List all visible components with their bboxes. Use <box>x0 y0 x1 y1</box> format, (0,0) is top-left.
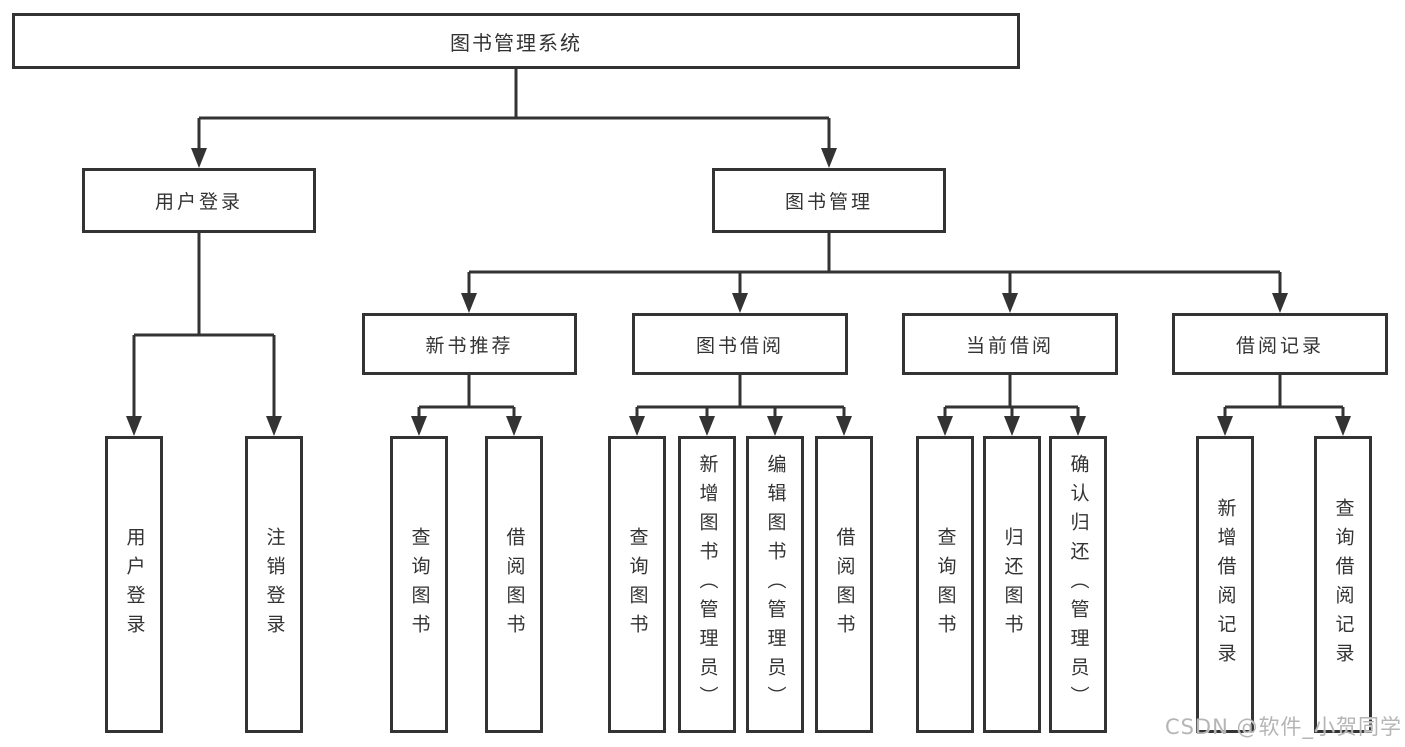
leaf-edit-books-admin: 编辑图书（管理员） <box>746 436 804 733</box>
arrowhead-down-icon <box>461 293 477 313</box>
node-label: 图书管理系统 <box>450 30 582 55</box>
connector-root-to-level2 <box>191 69 837 168</box>
leaf-borrow-books-recommend: 借阅图书 <box>485 436 543 733</box>
node-label: 借阅记录 <box>1235 334 1324 357</box>
connector-book-borrow-children <box>629 375 852 436</box>
csdn-watermark: CSDN @软件_小贺同学 <box>1164 715 1402 739</box>
arrowhead-down-icon <box>191 148 207 168</box>
leaf-add-borrow-record: 新增借阅记录 <box>1196 436 1254 733</box>
node-library-management-system: 图书管理系统 <box>12 13 1020 69</box>
leaf-user-login: 用户登录 <box>105 436 163 733</box>
arrowhead-down-icon <box>937 416 953 436</box>
arrowhead-down-icon <box>1070 416 1086 436</box>
node-label: 借阅图书 <box>503 526 526 643</box>
arrowhead-down-icon <box>767 416 783 436</box>
leaf-borrow-books: 借阅图书 <box>815 436 873 733</box>
node-label: 用户登录 <box>123 526 146 643</box>
arrowhead-down-icon <box>699 416 715 436</box>
node-label: 编辑图书（管理员） <box>764 454 787 715</box>
arrowhead-down-icon <box>821 148 837 168</box>
connector-borrow-records-children <box>1217 375 1351 436</box>
node-borrowing-records: 借阅记录 <box>1172 313 1388 375</box>
node-label: 查询图书 <box>934 526 957 643</box>
node-label: 借阅图书 <box>833 526 856 643</box>
arrowhead-down-icon <box>836 416 852 436</box>
node-label: 查询图书 <box>626 526 649 643</box>
node-label: 查询图书 <box>408 526 431 643</box>
node-label: 归还图书 <box>1001 526 1024 643</box>
node-book-borrowing: 图书借阅 <box>632 313 848 375</box>
arrowhead-down-icon <box>1272 293 1288 313</box>
node-label: 新增图书（管理员） <box>696 454 719 715</box>
arrowhead-down-icon <box>266 416 282 436</box>
leaf-confirm-return-admin: 确认归还（管理员） <box>1049 436 1107 733</box>
arrowhead-down-icon <box>506 416 522 436</box>
arrowhead-down-icon <box>1217 416 1233 436</box>
node-label: 查询借阅记录 <box>1332 497 1355 672</box>
node-label: 新增借阅记录 <box>1214 497 1237 672</box>
connector-current-borrow-children <box>937 375 1086 436</box>
connector-book-mgmt-to-level3 <box>461 233 1288 313</box>
node-new-book-recommendation: 新书推荐 <box>362 313 577 375</box>
leaf-return-books: 归还图书 <box>983 436 1041 733</box>
node-label: 用户登录 <box>154 191 243 213</box>
leaf-query-borrow-record: 查询借阅记录 <box>1314 436 1372 733</box>
node-user-login: 用户登录 <box>82 168 316 233</box>
node-label: 当前借阅 <box>965 334 1054 357</box>
leaf-query-books-borrow: 查询图书 <box>608 436 666 733</box>
leaf-add-books-admin: 新增图书（管理员） <box>678 436 736 733</box>
arrowhead-down-icon <box>732 293 748 313</box>
leaf-query-books-recommend: 查询图书 <box>390 436 448 733</box>
node-label: 图书管理 <box>784 191 873 213</box>
arrowhead-down-icon <box>1335 416 1351 436</box>
node-label: 图书借阅 <box>695 334 784 357</box>
arrowhead-down-icon <box>1004 416 1020 436</box>
leaf-logout: 注销登录 <box>245 436 303 733</box>
leaf-query-books-current: 查询图书 <box>916 436 974 733</box>
node-current-borrowing: 当前借阅 <box>902 313 1118 375</box>
node-label: 注销登录 <box>263 526 286 643</box>
arrowhead-down-icon <box>629 416 645 436</box>
arrowhead-down-icon <box>1002 293 1018 313</box>
arrowhead-down-icon <box>126 416 142 436</box>
connector-user-login-children <box>126 233 282 436</box>
node-label: 新书推荐 <box>425 334 514 357</box>
node-book-management: 图书管理 <box>712 168 946 233</box>
node-label: 确认归还（管理员） <box>1067 454 1090 715</box>
arrowhead-down-icon <box>411 416 427 436</box>
connector-new-book-children <box>411 375 522 436</box>
